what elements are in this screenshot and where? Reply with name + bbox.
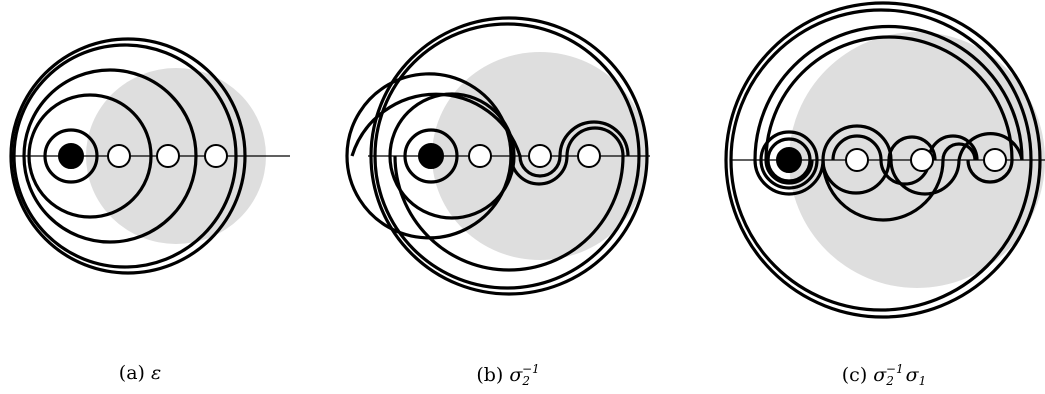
panel-a [9,37,290,275]
curve-around-one-outer [759,130,819,190]
puncture-open [910,148,934,172]
outer-curve-outer [9,37,247,275]
swirl-curve-inner [764,35,1014,161]
outer-curve-outer [369,16,649,296]
inner-swirl [821,142,977,222]
outer-curve-inner [12,43,238,269]
caption-math: ε [151,362,162,384]
sigma-symbol: σ [509,364,523,386]
subscript-tail: 1 [918,374,927,388]
caption-math: σ2−1 [509,362,547,388]
wavy-curve-outer [345,72,625,272]
outer-curve-inner [373,22,641,290]
sigma-symbol: σ [873,364,887,386]
curve-around-two [27,93,153,219]
curve-around-two [388,92,516,220]
caption-label: (c) [841,364,868,386]
s-curve-middle [821,135,1014,195]
puncture-open [577,144,601,168]
curve-around-one-inner [766,137,812,183]
puncture-filled [58,143,84,169]
puncture-filled [418,143,444,169]
s-curve-inner [764,134,979,186]
outer-curve-outer [724,1,1042,319]
puncture-open [156,144,180,168]
superscript: −1 [885,362,904,376]
curve-around-three [22,68,198,244]
curve-around-one [43,128,99,184]
wavy-curve-inner [350,92,630,178]
caption-b: (b) σ2−1 [476,362,547,388]
puncture-open [845,148,869,172]
sigma-symbol-tail: σ [905,364,919,386]
caption-a: (a) ε [119,362,161,384]
puncture-open [204,144,228,168]
subscript: 2 [886,374,894,388]
caption-label: (b) [476,364,504,386]
puncture-open [107,144,131,168]
swirl-curve-outer [753,24,1024,161]
panel-c [724,1,1045,319]
puncture-open [983,148,1007,172]
panel-b [345,16,650,296]
caption-label: (a) [118,362,145,384]
puncture-open [468,144,492,168]
subscript: 2 [522,374,530,388]
puncture-open [528,144,552,168]
outer-curve-inner [729,8,1033,312]
puncture-filled [776,147,802,173]
curve-around-one [403,128,459,184]
superscript: −1 [521,362,540,376]
